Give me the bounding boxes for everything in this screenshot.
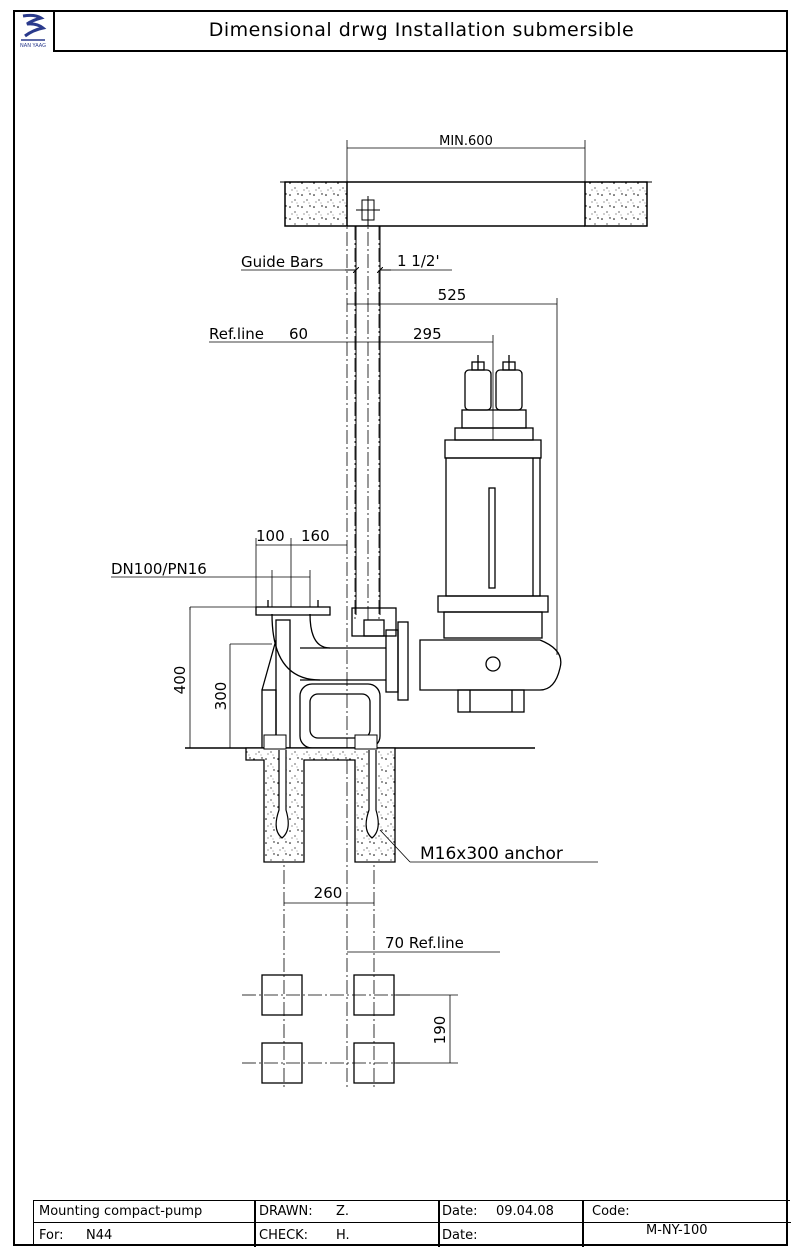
dim-260-label: 260: [314, 884, 343, 902]
dim-525-label: 525: [438, 286, 467, 304]
dim-100-label: 100: [256, 527, 285, 545]
logo-mark-icon: NAN YAAG: [20, 13, 47, 49]
discharge-elbow: [255, 600, 409, 749]
min-opening-label: MIN.600: [439, 134, 493, 149]
tb-date1-label: Date:: [442, 1204, 478, 1219]
pump-motor: [419, 355, 562, 713]
tb-description: Mounting compact-pump: [39, 1204, 203, 1219]
guide-bars-label: Guide Bars: [241, 253, 323, 271]
top-slab: [280, 181, 652, 227]
height-dimensions: 400 300: [171, 606, 272, 748]
flange-dimensions: 100 160 DN100/PN16: [111, 527, 347, 607]
technical-drawing: MIN.600 Guide Bars 1 1/2' 525 Ref.line 6…: [111, 134, 652, 1090]
tb-drawn-label: DRAWN:: [259, 1204, 313, 1219]
foundation: [245, 734, 396, 863]
dim-70-ref: 70 Ref.line: [347, 934, 500, 953]
flange-spec-label: DN100/PN16: [111, 560, 207, 578]
dim-295-label: 295: [413, 325, 442, 343]
tb-for-value: N44: [86, 1228, 113, 1243]
ref-line-label: Ref.line: [209, 325, 264, 343]
guide-bars-size: 1 1/2': [397, 252, 440, 270]
dim-190-label: 190: [431, 1016, 449, 1045]
tb-check-value: H.: [336, 1228, 350, 1243]
title-block: Mounting compact-pump For: N44 DRAWN: Z.…: [33, 1200, 791, 1247]
dim-400-label: 400: [171, 666, 189, 695]
anchor-dimension: M16x300 anchor: [379, 829, 598, 864]
tb-check-label: CHECK:: [259, 1228, 309, 1243]
tb-date1-value: 09.04.08: [496, 1204, 554, 1219]
dim-300-label: 300: [212, 682, 230, 711]
logo-text: NAN YAAG: [20, 43, 46, 49]
foundation-plan: [242, 974, 458, 1084]
tb-drawn-value: Z.: [336, 1204, 350, 1219]
drawing-frame: [13, 10, 788, 1246]
guide-bars: [355, 226, 381, 615]
ref-line-70-label: 70 Ref.line: [385, 934, 464, 952]
dim-260: 260: [284, 884, 374, 904]
ref-line-dimension: Ref.line 60 295: [209, 325, 494, 440]
anchor-spec-label: M16x300 anchor: [420, 844, 563, 864]
dim-525: 525: [347, 286, 558, 655]
tb-code-label: Code:: [592, 1204, 630, 1219]
guide-bars-dimension: Guide Bars 1 1/2': [241, 252, 452, 271]
tb-date2-label: Date:: [442, 1228, 478, 1243]
min-opening-dimension: MIN.600: [346, 134, 586, 182]
dim-60-label: 60: [289, 325, 308, 343]
tb-for-label: For:: [39, 1228, 64, 1243]
dim-160-label: 160: [301, 527, 330, 545]
company-logo: NAN YAAG: [13, 10, 55, 52]
drawing-title: Dimensional drwg Installation submersibl…: [55, 10, 788, 52]
tb-code-value: M-NY-100: [646, 1223, 708, 1238]
